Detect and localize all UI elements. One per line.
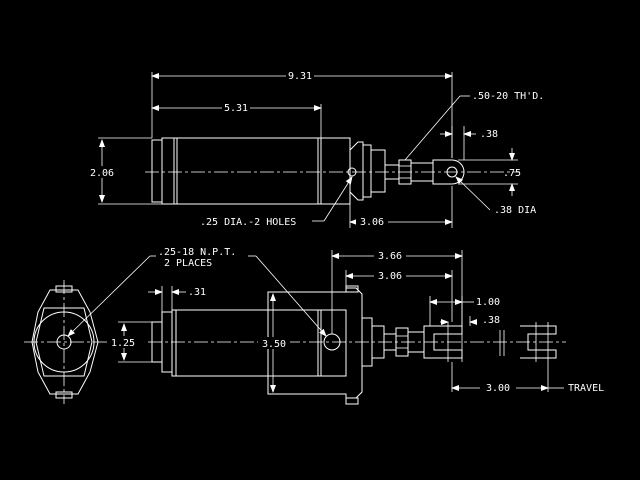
clevis-offset-label: .38 [480, 129, 498, 140]
clevis-length-label: 1.00 [476, 297, 500, 308]
front-view: .25-18 N.P.T. 2 PLACES .31 1.25 3.50 3.6… [67, 247, 604, 405]
end-flange-outline [31, 289, 99, 395]
flange-thickness-label: .31 [188, 287, 206, 298]
body-dia-label: 3.50 [262, 339, 286, 350]
thread-spec-label: .50-20 TH'D. [472, 91, 544, 102]
clevis-width-label: .75 [503, 168, 521, 179]
port-spec-line1: .25-18 N.P.T. [158, 247, 236, 258]
pin-dia-label: .38 DIA [494, 205, 536, 216]
mount-holes-label: .25 DIA.-2 HOLES [200, 217, 296, 228]
stroke-label: 3.00 [486, 383, 510, 394]
body-length-label: 5.31 [224, 103, 248, 114]
overall-length-label: 9.31 [288, 71, 312, 82]
port-spec-line2: 2 PLACES [164, 258, 212, 269]
travel-label: TRAVEL [568, 383, 604, 394]
rod-extension-label-top: 3.06 [360, 217, 384, 228]
cylinder-body-outline [161, 137, 351, 205]
overall-extension-label: 3.66 [378, 251, 402, 262]
clevis-outline [432, 159, 465, 185]
top-view: 9.31 5.31 2.06 .50-20 TH'D. .38 .75 .38 … [88, 69, 544, 228]
end-view [24, 280, 110, 404]
bore-dia-label: 2.06 [90, 168, 114, 179]
clevis-pin-offset-label: .38 [482, 315, 500, 326]
end-cap-outline [151, 139, 163, 203]
rod-extension-label-front: 3.06 [378, 271, 402, 282]
port-spacing-label: 1.25 [111, 338, 135, 349]
front-body-outline [171, 309, 347, 377]
